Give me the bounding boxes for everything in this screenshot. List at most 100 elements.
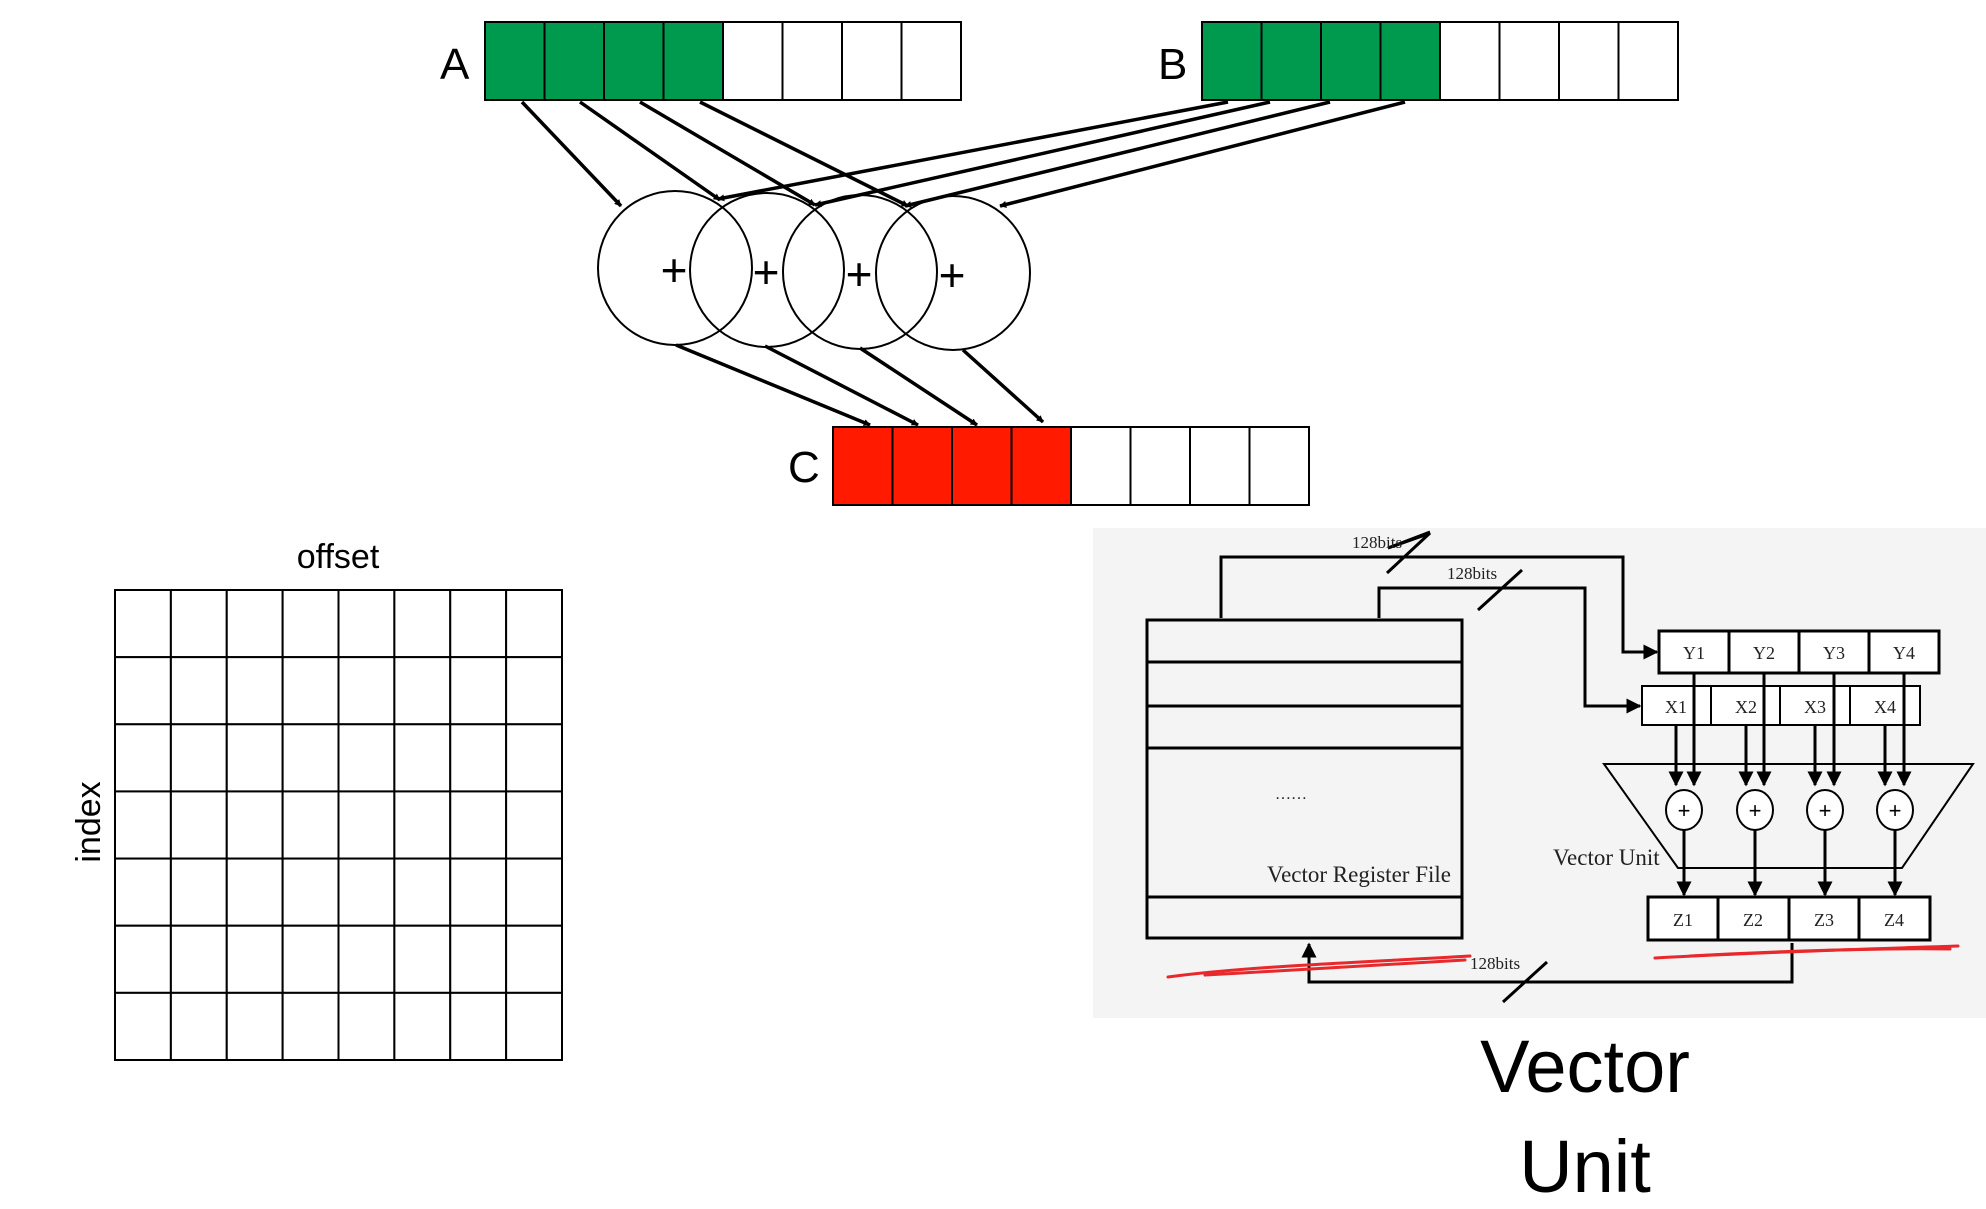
vector-c-cell-1 — [832, 426, 894, 506]
lane-adder-1 — [1665, 789, 1703, 831]
grid-cell — [505, 991, 563, 1061]
lane-plus-3: + — [1819, 798, 1832, 823]
grid-cell — [225, 857, 284, 927]
grid-cell — [225, 991, 284, 1061]
vector-a-cell-2 — [543, 21, 605, 101]
y-reg-2: Y2 — [1753, 643, 1775, 663]
vector-c-cell-7 — [1189, 426, 1251, 506]
grid-cell — [505, 857, 563, 927]
red-underline-register-file — [1203, 958, 1467, 977]
vector-b-cell-2 — [1260, 21, 1322, 101]
grid-cell — [505, 589, 563, 659]
bus-slash-bottom-mark — [1501, 960, 1549, 1004]
z-reg-1: Z1 — [1673, 910, 1693, 930]
vector-c-cell-6 — [1129, 426, 1191, 506]
bus-width-mid: 128bits — [1447, 564, 1497, 583]
grid-cell — [281, 589, 340, 659]
arrows-b-to-adders — [717, 100, 1406, 208]
vector-c-cell-8 — [1248, 426, 1310, 506]
vector-c-label: C — [788, 443, 820, 492]
grid-cell — [337, 589, 396, 659]
grid-cell — [449, 723, 508, 793]
vector-a-cell-8 — [900, 21, 962, 101]
vector-b-cell-4 — [1379, 21, 1441, 101]
grid-cell — [449, 857, 508, 927]
y-register-labels: Y1 Y2 Y3 Y4 — [1683, 643, 1915, 663]
grid-cell — [114, 656, 172, 726]
vector-c-cells — [832, 426, 1310, 506]
grid-cell — [169, 991, 228, 1061]
grid-cell — [114, 589, 172, 659]
red-underline-annotations — [1166, 944, 1960, 979]
grid-cell — [225, 924, 284, 994]
arrow-b3 — [904, 100, 1331, 208]
register-file-ellipsis: …… — [1275, 786, 1307, 803]
grid-cell — [393, 723, 452, 793]
arrow-c3 — [859, 346, 978, 427]
arrow-c4 — [961, 348, 1045, 424]
bus-slash-mid-mark — [1476, 568, 1524, 612]
vector-a-cell-1 — [484, 21, 546, 101]
lane-arrows — [1668, 673, 1912, 897]
caption-line-2: Unit — [1519, 1125, 1651, 1208]
z-reg-4: Z4 — [1884, 910, 1904, 930]
lane-adders — [1665, 789, 1914, 831]
lane-adder-4 — [1876, 789, 1914, 831]
vector-c-cell-2 — [891, 426, 953, 506]
arrows-adders-to-c — [675, 343, 1045, 427]
vector-b-cell-1 — [1201, 21, 1263, 101]
bus-to-y — [1219, 555, 1659, 660]
x-register — [1641, 685, 1921, 726]
arrow-a2 — [578, 100, 722, 202]
x-reg-3: X3 — [1804, 697, 1826, 717]
grid-cell — [169, 790, 228, 860]
grid-index-label: index — [70, 781, 108, 862]
register-file-label: Vector Register File — [1267, 862, 1451, 887]
vector-b-cell-3 — [1320, 21, 1382, 101]
grid-cell — [337, 857, 396, 927]
y-reg-1: Y1 — [1683, 643, 1705, 663]
grid-cell — [281, 857, 340, 927]
z-register — [1646, 895, 1932, 942]
grid-cell — [225, 656, 284, 726]
y-register — [1657, 629, 1941, 675]
grid-cell — [114, 991, 172, 1061]
grid-cell — [449, 656, 508, 726]
grid-cell — [281, 991, 340, 1061]
arrow-b1 — [717, 100, 1229, 202]
arrow-b2 — [814, 100, 1271, 208]
vector-a: A — [440, 21, 962, 101]
grid-cell — [281, 790, 340, 860]
grid-cell — [393, 857, 452, 927]
figure-background — [1093, 528, 1986, 1018]
grid-cell — [114, 857, 172, 927]
x-reg-4: X4 — [1874, 697, 1896, 717]
grid-cell — [393, 991, 452, 1061]
z-reg-3: Z3 — [1814, 910, 1834, 930]
grid-cell — [281, 924, 340, 994]
red-underline-register-file — [1166, 954, 1472, 979]
grid-cell — [505, 656, 563, 726]
vector-a-cell-5 — [722, 21, 784, 101]
x-reg-1: X1 — [1665, 697, 1687, 717]
x-reg-2: X2 — [1735, 697, 1757, 717]
bus-slash-top-mark — [1385, 531, 1432, 575]
lane-adder-plus: + + + + — [1678, 798, 1902, 823]
bus-width-top: 128bits — [1352, 533, 1402, 552]
vector-register-file — [1145, 618, 1464, 940]
adder-plus-2: + — [753, 246, 780, 298]
grid-cell — [449, 790, 508, 860]
vector-b-cell-6 — [1498, 21, 1560, 101]
lane-plus-4: + — [1889, 798, 1902, 823]
grid-cell — [337, 723, 396, 793]
grid-cell — [505, 924, 563, 994]
arrow-a1 — [520, 100, 623, 208]
vector-b: B — [1158, 21, 1679, 101]
vector-b-cells — [1201, 21, 1679, 101]
vector-a-cells — [484, 21, 962, 101]
vector-a-cell-6 — [781, 21, 843, 101]
bus-slash-top — [1387, 530, 1431, 550]
grid-cell — [393, 589, 452, 659]
arrow-b4 — [999, 100, 1406, 208]
